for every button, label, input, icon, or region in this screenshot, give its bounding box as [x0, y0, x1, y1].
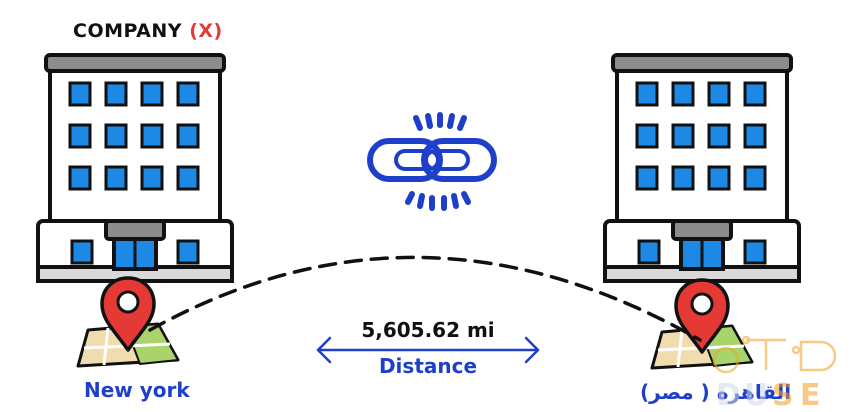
- svg-text:U: U: [744, 378, 768, 410]
- left-location-label: New york: [84, 378, 190, 402]
- route-dashed-arc: [148, 255, 702, 342]
- distance-double-arrow: [316, 336, 540, 364]
- company-title: COMPANY (X): [73, 20, 223, 42]
- right-location-label: القاهره ( مصر): [640, 380, 792, 404]
- company-tag: (X): [189, 20, 223, 42]
- chain-link-icon: [367, 112, 497, 211]
- svg-text:E: E: [800, 378, 821, 410]
- company-name: COMPANY: [73, 20, 183, 42]
- left-office-building-icon: [36, 53, 234, 283]
- logo-watermark: D U S E: [712, 335, 837, 410]
- distance-label: Distance: [378, 354, 478, 378]
- right-office-building-icon: [603, 53, 801, 283]
- svg-text:D: D: [716, 378, 741, 410]
- svg-text:S: S: [772, 378, 794, 410]
- distance-value: 5,605.62 mi: [361, 318, 495, 342]
